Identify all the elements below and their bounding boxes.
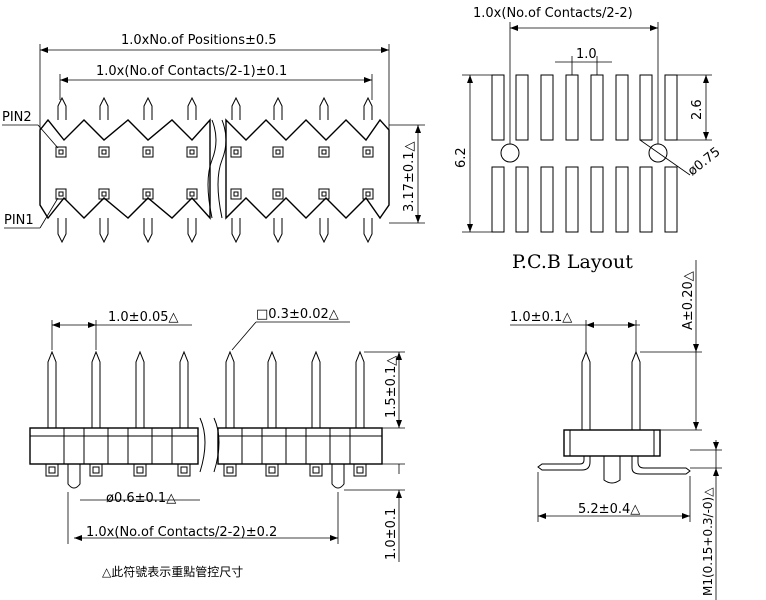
post-right xyxy=(331,464,345,489)
dim-m: M1(0.15+0.3/-0)△ xyxy=(701,487,715,596)
dim-side-square: □0.3±0.02△ xyxy=(256,307,339,322)
dim-height: 3.17±0.1△ xyxy=(402,141,417,212)
pcb-hole-left xyxy=(500,143,520,163)
dim-contacts: 1.0x(No.of Contacts/2-1)±0.1 xyxy=(96,64,287,79)
front-pins-top xyxy=(57,96,373,120)
side-housing-dividers xyxy=(63,428,351,464)
contact-squares xyxy=(55,146,374,200)
dim-pcb-pad: 2.6 xyxy=(690,99,705,120)
pcb-pads-top xyxy=(491,74,678,141)
dim-span: 1.0x(No.of Contacts/2-2)±0.2 xyxy=(86,525,277,540)
dim-side-pitch: 1.0±0.05△ xyxy=(108,310,179,325)
front-pins-bottom xyxy=(57,218,373,244)
dim-positions: 1.0xNo.of Positions±0.5 xyxy=(121,33,277,48)
dim-pin-height: 1.5±0.1△ xyxy=(384,356,399,418)
note: △此符號表示重點管控尺寸 xyxy=(102,564,243,579)
dim-end-pitch: 1.0±0.1△ xyxy=(510,310,572,325)
pin1-label: PIN1 xyxy=(4,213,34,228)
dim-pcb-top: 1.0x(No.of Contacts/2-2) xyxy=(473,6,633,21)
pcb-pads-bottom xyxy=(491,166,678,233)
side-pins-upper xyxy=(47,350,365,428)
dim-pcb-width: 6.2 xyxy=(454,147,469,168)
end-view: 1.0±0.1△ A±0.20△ 5.2±0.4△ xyxy=(510,260,722,600)
front-view: 1.0xNo.of Positions±0.5 1.0x(No.of Conta… xyxy=(2,33,425,244)
dim-end-width: 5.2±0.4△ xyxy=(578,502,640,517)
post-left xyxy=(67,464,81,489)
pcb-layout: 1.0x(No.of Contacts/2-2) 1.0 xyxy=(454,6,724,273)
dim-pcb-hole: ø0.75 xyxy=(685,145,723,180)
dim-a: A±0.20△ xyxy=(681,271,696,330)
side-pins-lower xyxy=(45,463,367,477)
dim-post: ø0.6±0.1△ xyxy=(106,491,176,506)
dim-pcb-pitch: 1.0 xyxy=(576,47,597,62)
dim-post-len: 1.0±0.1 xyxy=(384,508,399,560)
pcb-title: P.C.B Layout xyxy=(512,251,633,273)
pin2-label: PIN2 xyxy=(2,110,32,125)
side-view: 1.0±0.05△ □0.3±0.02△ xyxy=(29,307,405,579)
